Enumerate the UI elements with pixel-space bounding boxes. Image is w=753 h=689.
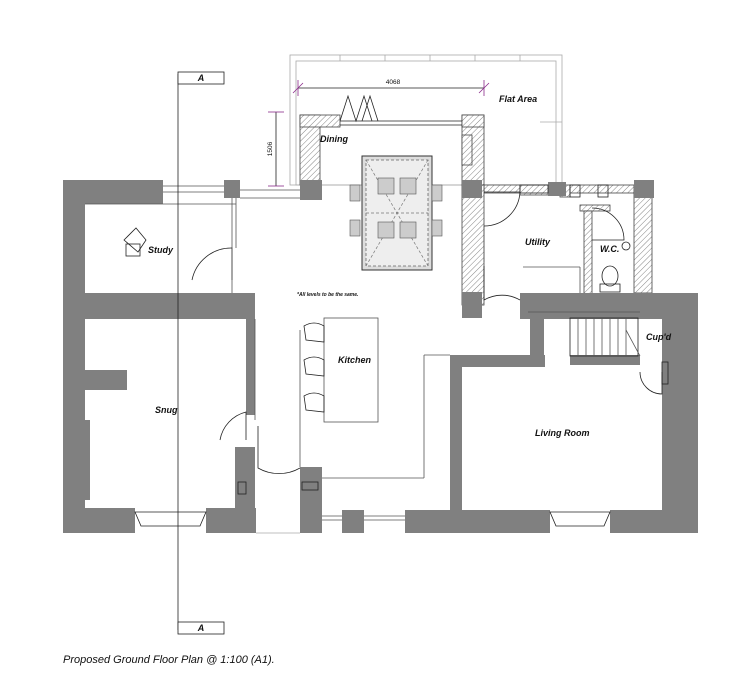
drawing-caption: Proposed Ground Floor Plan @ 1:100 (A1). bbox=[63, 654, 275, 666]
room-label-cupboard: Cup'd bbox=[646, 332, 672, 342]
room-label-kitchen: Kitchen bbox=[338, 355, 372, 365]
room-label-dining: Dining bbox=[320, 134, 348, 144]
room-label-wc: W.C. bbox=[600, 244, 619, 254]
stairs bbox=[569, 317, 641, 357]
dimension-width-label: 4068 bbox=[386, 79, 401, 86]
room-label-living-room: Living Room bbox=[535, 428, 590, 438]
dimension-width: 4068 bbox=[292, 79, 490, 96]
wc-fixtures bbox=[599, 241, 631, 293]
dimension-depth: 1506 bbox=[267, 111, 284, 187]
dining-table bbox=[349, 155, 443, 271]
room-label-utility: Utility bbox=[525, 237, 551, 247]
kitchen-island bbox=[303, 317, 379, 423]
utility-wc-walls bbox=[461, 180, 654, 318]
room-label-snug: Snug bbox=[155, 405, 178, 415]
existing-walls bbox=[63, 180, 698, 533]
room-label-study: Study bbox=[148, 245, 174, 255]
room-labels: Flat Area Dining Study Utility W.C. *All… bbox=[148, 94, 672, 438]
levels-note: *All levels to be the same. bbox=[297, 292, 358, 298]
doors bbox=[191, 191, 669, 474]
wall-outlines bbox=[85, 184, 640, 534]
dining-extension-walls bbox=[299, 94, 485, 186]
section-marker-bottom: A bbox=[197, 623, 205, 633]
dimension-depth-label: 1506 bbox=[267, 141, 274, 156]
section-line: A A bbox=[177, 71, 225, 635]
room-label-flat-area: Flat Area bbox=[499, 94, 537, 104]
study-chair bbox=[123, 227, 147, 257]
section-marker-top: A bbox=[197, 73, 205, 83]
